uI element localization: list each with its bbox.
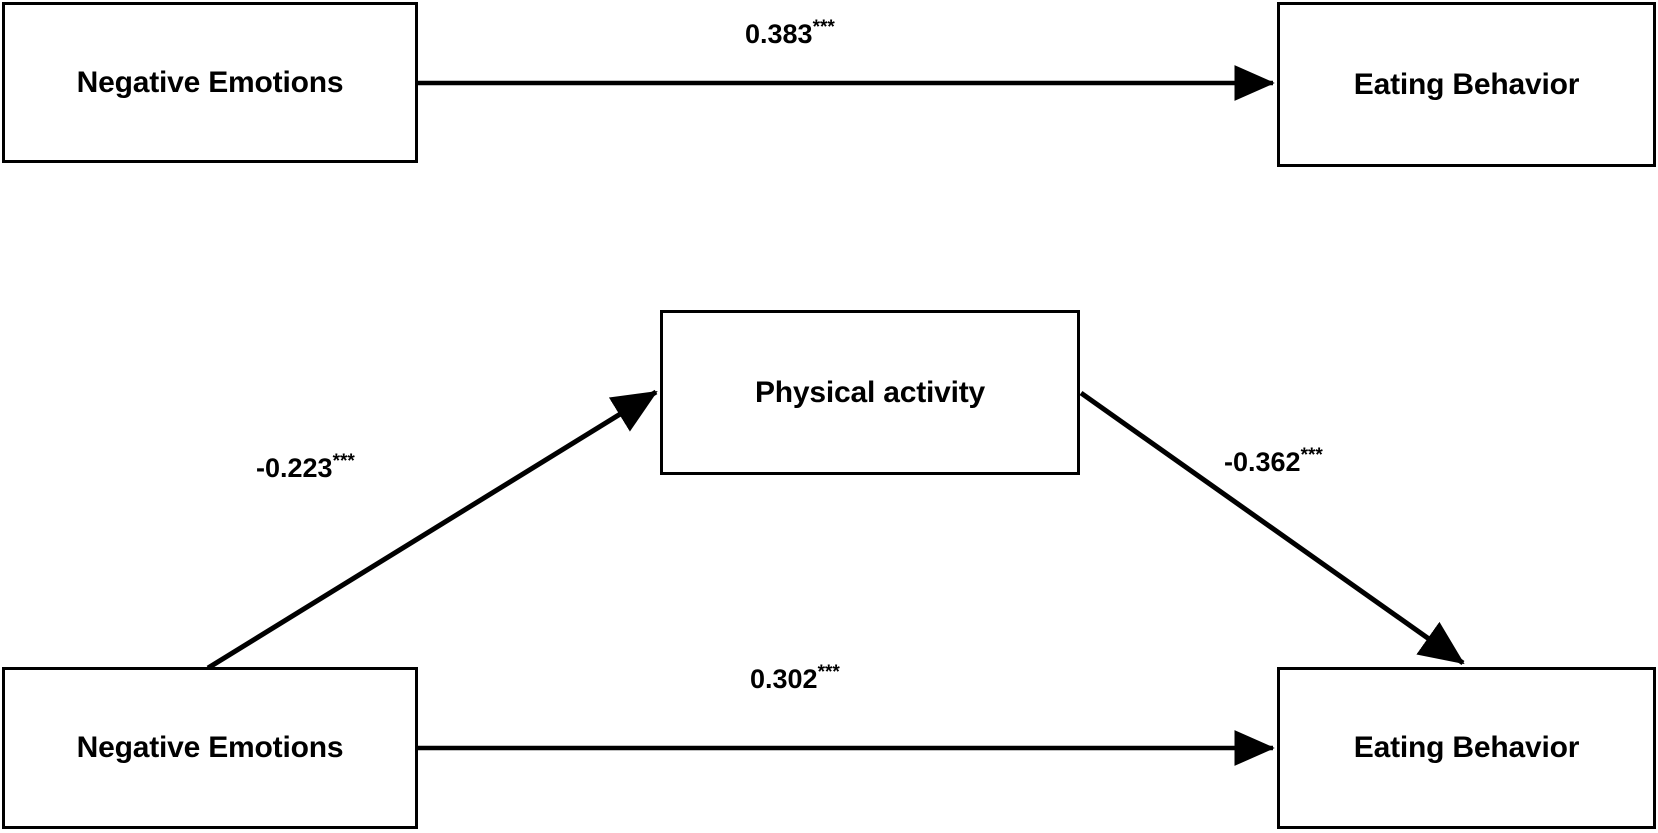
node-eating-behavior-bottom: Eating Behavior (1277, 667, 1656, 829)
edge-a-path (206, 389, 658, 671)
node-eating-behavior-top: Eating Behavior (1277, 2, 1656, 167)
node-physical-activity: Physical activity (660, 310, 1080, 475)
coefficient-value: -0.362 (1224, 447, 1301, 477)
coefficient-value: -0.223 (256, 453, 333, 483)
edge-b-path (1079, 390, 1465, 666)
edge-label-b-path: -0.362*** (1224, 446, 1323, 476)
node-label: Eating Behavior (1353, 67, 1580, 101)
node-label: Physical activity (754, 375, 986, 409)
coefficient-value: 0.302 (750, 664, 818, 694)
node-label: Negative Emotions (76, 65, 344, 99)
significance-stars: *** (332, 451, 355, 472)
node-negative-emotions-top: Negative Emotions (2, 2, 418, 163)
significance-stars: *** (812, 17, 835, 38)
significance-stars: *** (817, 662, 840, 683)
edge-label-direct-bottom: 0.302*** (750, 663, 840, 693)
node-label: Negative Emotions (76, 731, 344, 764)
coefficient-value: 0.383 (745, 19, 813, 49)
significance-stars: *** (1300, 445, 1323, 466)
edge-label-direct-top: 0.383*** (745, 18, 835, 48)
edge-label-a-path: -0.223*** (256, 452, 355, 482)
node-negative-emotions-bottom: Negative Emotions (2, 667, 418, 829)
node-label: Eating Behavior (1353, 731, 1580, 764)
